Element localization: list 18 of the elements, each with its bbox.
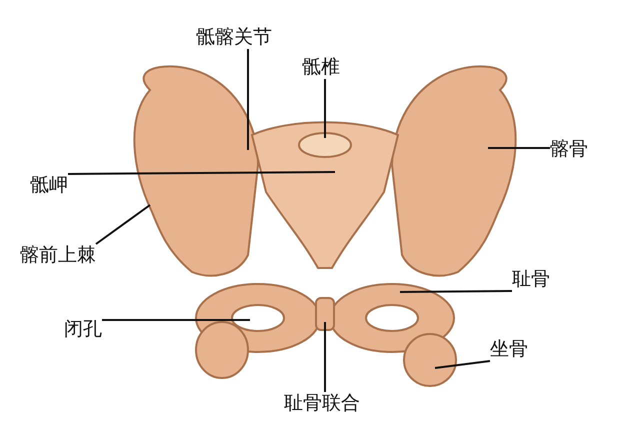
leader-line (324, 322, 326, 392)
leader-line (324, 79, 326, 138)
leader-line (247, 49, 249, 150)
part-label: 骶岬 (30, 174, 68, 197)
leader-line (68, 171, 335, 175)
part-label: 髂前上棘 (20, 244, 96, 267)
part-label: 耻骨 (512, 268, 550, 291)
part-label: 闭孔 (64, 318, 102, 341)
leader-line (400, 290, 512, 293)
part-label: 骶髂关节 (196, 26, 272, 49)
part-label: 骶椎 (302, 56, 340, 79)
leader-line (95, 204, 151, 245)
leader-line (434, 360, 490, 369)
part-label: 坐骨 (490, 338, 528, 361)
leader-line (488, 147, 550, 149)
leader-line (102, 319, 250, 321)
part-label: 髂骨 (550, 138, 588, 161)
part-label: 耻骨联合 (284, 392, 360, 415)
